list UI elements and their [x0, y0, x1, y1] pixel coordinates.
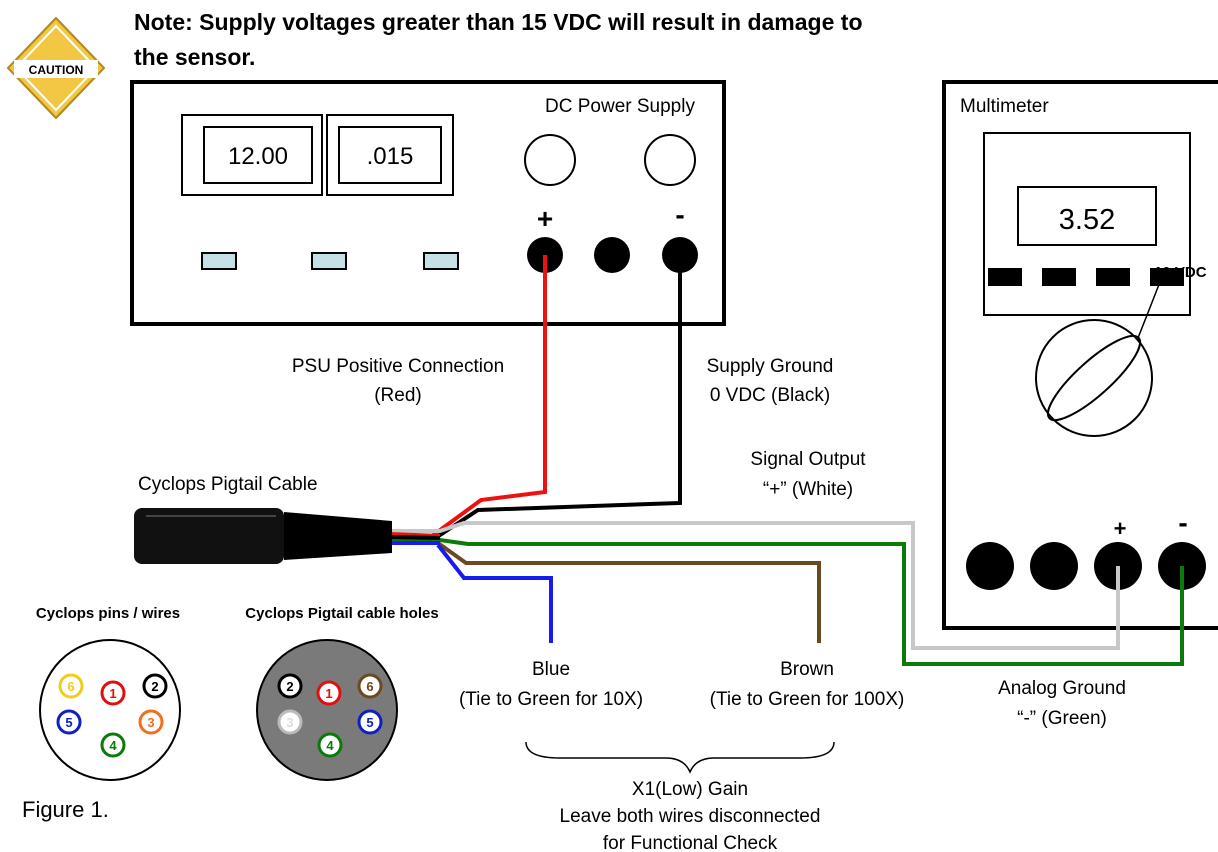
brown-label-2: (Tie to Green for 100X): [710, 689, 905, 710]
multimeter: Multimeter 3.52 10 VDC + -: [942, 80, 1218, 630]
psu-positive-label-1: PSU Positive Connection: [292, 356, 504, 377]
pin-ring-6: [58, 673, 84, 699]
cable-strain-relief: [284, 512, 392, 560]
hole-label-6: 6: [366, 679, 373, 694]
wires: [389, 255, 1184, 666]
multimeter-button-4[interactable]: [1150, 268, 1184, 286]
hole-ring-4: [317, 732, 343, 758]
multimeter-terminal-2[interactable]: [1030, 542, 1078, 590]
hole-label-5: 5: [366, 715, 373, 730]
psu-positive-symbol: +: [537, 203, 553, 234]
multimeter-title: Multimeter: [960, 96, 1049, 117]
pin-ring-2: [142, 673, 168, 699]
pin-label-1: 1: [109, 686, 116, 701]
caution-sign: CAUTION: [6, 16, 106, 120]
pin-label-5: 5: [65, 715, 72, 730]
multimeter-positive-symbol: +: [1114, 516, 1127, 541]
cable-label: Cyclops Pigtail Cable: [138, 474, 318, 495]
power-supply-title: DC Power Supply: [545, 96, 695, 117]
gain-brace: [525, 741, 835, 774]
hole-label-1: 1: [325, 686, 332, 701]
voltage-display: [203, 126, 313, 184]
multimeter-negative-symbol: -: [1178, 507, 1187, 538]
brown-wire: [436, 541, 821, 643]
figure-caption: Figure 1.: [22, 797, 109, 822]
psu-positive-label-2: (Red): [374, 385, 422, 406]
gain-label-2: Leave both wires disconnected: [560, 806, 821, 827]
multimeter-display: [1017, 186, 1157, 246]
pins-group: 6 1 2 5 3 4: [56, 673, 168, 758]
brown-label-1: Brown: [780, 659, 834, 680]
psu-middle-terminal[interactable]: [594, 237, 630, 273]
red-wire-stub: [389, 532, 441, 538]
holes-title: Cyclops Pigtail cable holes: [245, 605, 438, 622]
green-wire: [390, 538, 1184, 666]
caution-banner: [14, 60, 98, 78]
voltage-value: 12.00: [228, 143, 288, 170]
hole-label-2: 2: [286, 679, 293, 694]
blue-wire: [436, 543, 553, 643]
psu-button-2[interactable]: [311, 252, 347, 270]
note-line-2: the sensor.: [134, 44, 255, 70]
pin-label-6: 6: [67, 679, 74, 694]
hole-label-4: 4: [326, 738, 334, 753]
note-line-1: Note: Supply voltages greater than 15 VD…: [134, 9, 863, 35]
signal-output-label-1: Signal Output: [750, 449, 866, 470]
pin-ring-4: [100, 732, 126, 758]
hole-ring-5: [357, 709, 383, 735]
black-wire-stub: [389, 535, 441, 540]
pin-ring-1: [100, 680, 126, 706]
multimeter-button-2[interactable]: [1042, 268, 1076, 286]
current-display: [338, 126, 442, 184]
signal-output-label-2: “+” (White): [763, 479, 853, 500]
analog-ground-label-1: Analog Ground: [998, 678, 1126, 699]
red-wire: [430, 255, 547, 538]
psu-button-1[interactable]: [201, 252, 237, 270]
cyclops-cable: [134, 508, 392, 564]
blue-label-1: Blue: [532, 659, 570, 680]
pins-title: Cyclops pins / wires: [36, 605, 180, 622]
holes-diagram: 2 1 6 3 5 4: [256, 639, 398, 781]
gain-label-1: X1(Low) Gain: [632, 779, 748, 800]
multimeter-button-1[interactable]: [988, 268, 1022, 286]
dial-label: 10 VDC: [1154, 264, 1207, 281]
dc-power-supply: 12.00 .015 DC Power Supply + -: [130, 80, 726, 326]
psu-negative-symbol: -: [675, 199, 684, 230]
blue-label-2: (Tie to Green for 10X): [459, 689, 643, 710]
hole-ring-1: [316, 680, 342, 706]
multimeter-value: 3.52: [1059, 204, 1115, 236]
current-value: .015: [367, 143, 414, 170]
hole-label-3: 3: [286, 715, 293, 730]
white-wire: [390, 521, 1120, 650]
supply-ground-label-2: 0 VDC (Black): [710, 385, 830, 406]
pin-label-3: 3: [147, 715, 154, 730]
range-dial-face[interactable]: [1035, 319, 1153, 437]
pin-label-2: 2: [151, 679, 158, 694]
supply-ground-label-1: Supply Ground: [707, 356, 834, 377]
pin-ring-3: [138, 709, 164, 735]
holes-face: [256, 639, 398, 781]
voltage-knob[interactable]: [524, 134, 576, 186]
multimeter-button-3[interactable]: [1096, 268, 1130, 286]
hole-ring-3: [277, 709, 303, 735]
current-knob[interactable]: [644, 134, 696, 186]
holes-group: 2 1 6 3 5 4: [277, 673, 383, 758]
psu-button-3[interactable]: [423, 252, 459, 270]
hole-ring-6: [357, 673, 383, 699]
dial-label-leader: [1137, 281, 1161, 339]
pin-ring-5: [56, 709, 82, 735]
cable-connector-body: [134, 508, 284, 564]
pins-diagram: 6 1 2 5 3 4: [39, 639, 181, 781]
gain-label-3: for Functional Check: [603, 833, 778, 852]
analog-ground-label-2: “-” (Green): [1017, 708, 1107, 729]
pin-label-4: 4: [109, 738, 117, 753]
caution-text: CAUTION: [29, 63, 84, 77]
hole-ring-2: [277, 673, 303, 699]
multimeter-terminal-1[interactable]: [966, 542, 1014, 590]
pins-face: [39, 639, 181, 781]
range-dial[interactable]: [1035, 281, 1161, 437]
